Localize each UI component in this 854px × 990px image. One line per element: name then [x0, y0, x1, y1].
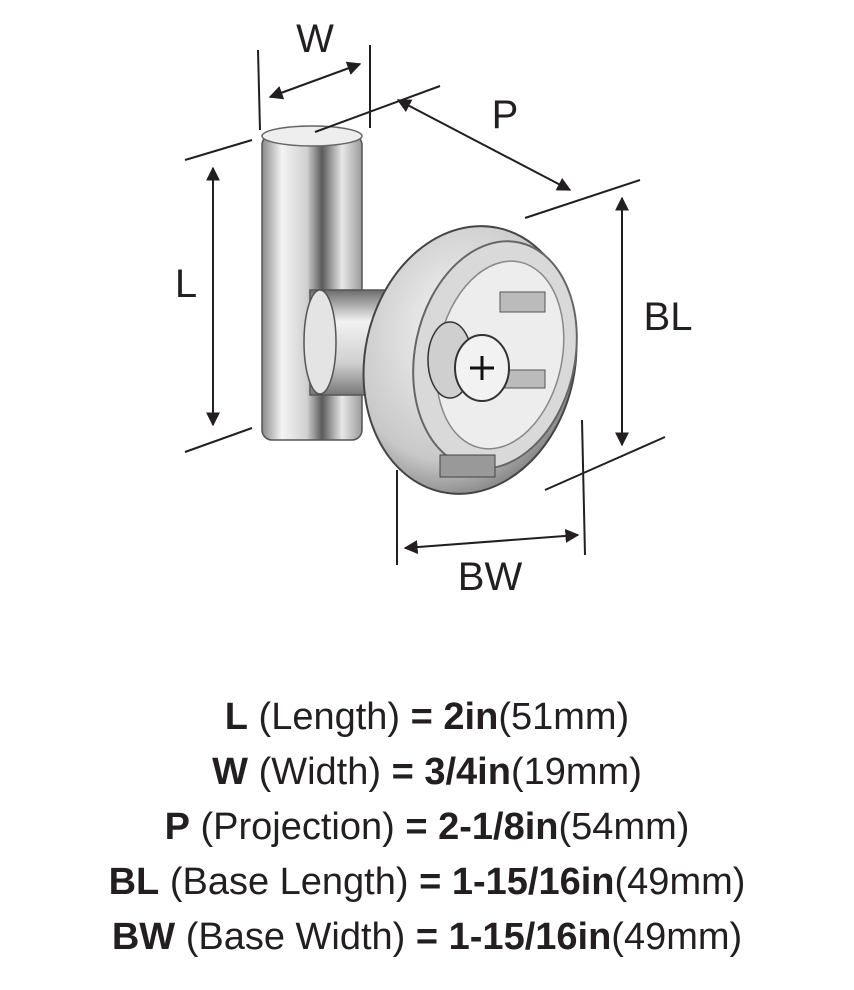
spec-eq: =: [415, 916, 439, 958]
robe-hook-illustration: [261, 125, 578, 495]
spec-name: (Base Length): [169, 861, 409, 903]
spec-eq: =: [391, 751, 414, 793]
label-l: L: [175, 262, 197, 306]
spec-code: BW: [111, 916, 176, 958]
spec-value: 1-15/16in: [451, 861, 615, 903]
spec-length: L (Length) = 2in(51mm): [0, 690, 854, 745]
spec-projection: P (Projection) = 2-1/8in(54mm): [0, 800, 854, 855]
spec-width: W (Width) = 3/4in(19mm): [0, 745, 854, 800]
spec-name: (Length): [258, 696, 401, 738]
spec-base-width: BW (Base Width) = 1-15/16in(49mm): [0, 910, 854, 965]
spec-name: (Width): [258, 751, 382, 793]
product-dimension-diagram: W P L BL BW: [175, 17, 693, 599]
dimension-specs: L (Length) = 2in(51mm) W (Width) = 3/4in…: [0, 690, 854, 965]
hook-arm-end: [303, 289, 337, 395]
label-w: W: [296, 17, 334, 61]
spec-code: P: [164, 806, 190, 848]
spec-value: 2-1/8in: [438, 806, 559, 848]
spec-value: 3/4in: [424, 751, 511, 793]
hook-post-top: [261, 125, 363, 147]
spec-metric: (51mm): [498, 696, 630, 738]
spec-base-length: BL (Base Length) = 1-15/16in(49mm): [0, 855, 854, 910]
width-dimension-arrow: [268, 61, 362, 100]
projection-dimension-arrow: [396, 99, 572, 191]
spec-metric: (49mm): [614, 861, 746, 903]
label-bw: BW: [458, 555, 523, 599]
label-p: P: [492, 93, 519, 137]
spec-code: BL: [108, 861, 160, 903]
spec-metric: (54mm): [558, 806, 690, 848]
spec-code: W: [212, 751, 249, 793]
phillips-cross-icon: [470, 356, 494, 380]
spec-value: 1-15/16in: [448, 916, 612, 958]
spec-value: 2in: [443, 696, 499, 738]
base-width-dimension-arrow: [403, 528, 580, 555]
label-bl: BL: [644, 295, 693, 339]
spec-eq: =: [405, 806, 428, 848]
spec-name: (Base Width): [185, 916, 406, 958]
dimension-lines: [184, 45, 666, 565]
spec-metric: (49mm): [611, 916, 743, 958]
spec-name: (Projection): [200, 806, 395, 848]
spec-eq: =: [410, 696, 433, 738]
spec-metric: (19mm): [510, 751, 642, 793]
spec-code: L: [224, 696, 248, 738]
spec-eq: =: [419, 861, 442, 903]
